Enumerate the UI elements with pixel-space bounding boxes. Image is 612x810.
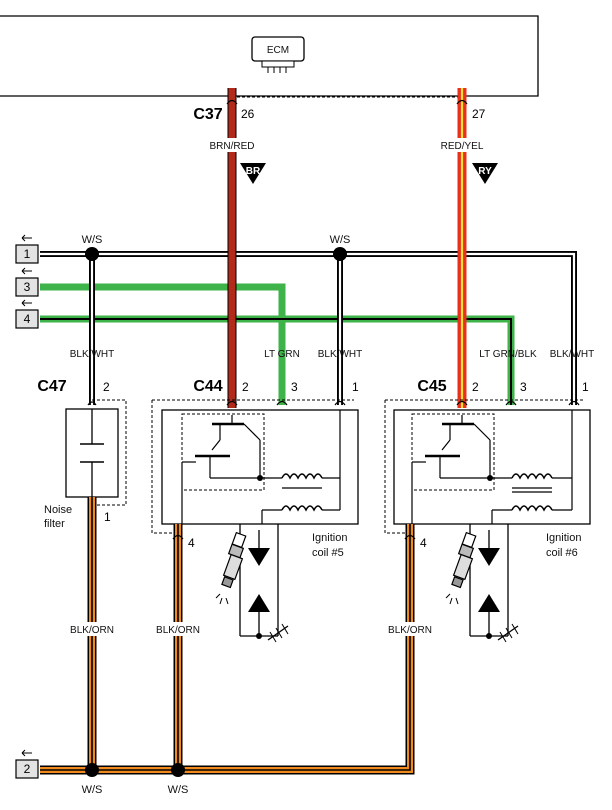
- wire-label-blk-orn: BLK/ORN: [388, 625, 432, 636]
- splice-ws-label: W/S: [168, 784, 189, 796]
- wire-label-brn-red: BRN/RED: [209, 141, 254, 152]
- wire-label-blk-orn: BLK/ORN: [70, 625, 114, 636]
- noise-filter: [65, 399, 127, 513]
- splice-dot: [333, 247, 347, 261]
- c37-pin-26: 26: [241, 107, 255, 121]
- terminal-4: 4: [15, 299, 39, 329]
- splice-dot: [85, 247, 99, 261]
- ry-badge: RY: [472, 163, 498, 184]
- svg-text:RY: RY: [478, 166, 492, 177]
- wire-label-red-yel: RED/YEL: [441, 141, 484, 152]
- wire-label-lt-grn-blk: LT GRN/BLK: [479, 349, 537, 360]
- terminal-2: 2: [15, 749, 39, 779]
- ecm-label: ECM: [267, 45, 289, 56]
- svg-text:1: 1: [24, 247, 31, 261]
- c45-pin-4: 4: [420, 536, 427, 550]
- wire-lt-grn-blk: [40, 315, 515, 405]
- wire-label-blk-orn: BLK/ORN: [156, 625, 200, 636]
- coil5-label: Ignition: [312, 532, 347, 544]
- svg-text:BR: BR: [246, 166, 261, 177]
- coil5-label: coil #5: [312, 547, 344, 559]
- c45-pin-2: 2: [472, 380, 479, 394]
- c47-pin-2: 2: [103, 380, 110, 394]
- c44-pin-4: 4: [188, 536, 195, 550]
- c37-pin-27: 27: [472, 107, 486, 121]
- wire-ws-top-bus: [40, 251, 577, 405]
- coil6-label: coil #6: [546, 547, 578, 559]
- svg-text:3: 3: [24, 280, 31, 294]
- ignition-coil-5: [151, 399, 359, 643]
- splice-ws-label: W/S: [82, 234, 103, 246]
- wire-lt-grn: [40, 283, 286, 405]
- c45-pin-1: 1: [582, 380, 589, 394]
- splice-ws-label: W/S: [330, 234, 351, 246]
- svg-text:2: 2: [24, 762, 31, 776]
- br-badge: BR: [240, 163, 266, 184]
- noise-filter-label: filter: [44, 518, 65, 530]
- c44-pin-3: 3: [291, 380, 298, 394]
- ecm-icon: ECM: [251, 36, 305, 73]
- c44-pin-1: 1: [352, 380, 359, 394]
- terminal-3: 3: [15, 267, 39, 297]
- splice-dot: [85, 763, 99, 777]
- ecm-box: [0, 15, 539, 97]
- c45-pin-3: 3: [520, 380, 527, 394]
- splice-ws-label: W/S: [82, 784, 103, 796]
- wire-blk-orn-c45: [40, 524, 415, 775]
- pin-bumps: [172, 99, 580, 540]
- spark-plug-icon: [445, 531, 477, 605]
- c44-label: C44: [193, 378, 222, 395]
- c47-label: C47: [37, 378, 66, 395]
- noise-filter-label: Noise: [44, 504, 72, 516]
- wire-label-blk-wht: BLK/WHT: [70, 349, 114, 360]
- wire-label-blk-wht: BLK/WHT: [318, 349, 362, 360]
- c44-pin-2: 2: [242, 380, 249, 394]
- wire-label-lt-grn: LT GRN: [264, 349, 300, 360]
- svg-text:4: 4: [24, 312, 31, 326]
- splice-dot: [171, 763, 185, 777]
- terminal-1: 1: [15, 234, 39, 264]
- c37-label: C37: [193, 106, 222, 123]
- spark-plug-icon: [215, 531, 247, 605]
- ignition-coil-6: [384, 399, 591, 643]
- wire-label-blk-wht: BLK/WHT: [550, 349, 594, 360]
- c47-pin-1: 1: [104, 510, 111, 524]
- c45-label: C45: [417, 378, 446, 395]
- coil6-label: Ignition: [546, 532, 581, 544]
